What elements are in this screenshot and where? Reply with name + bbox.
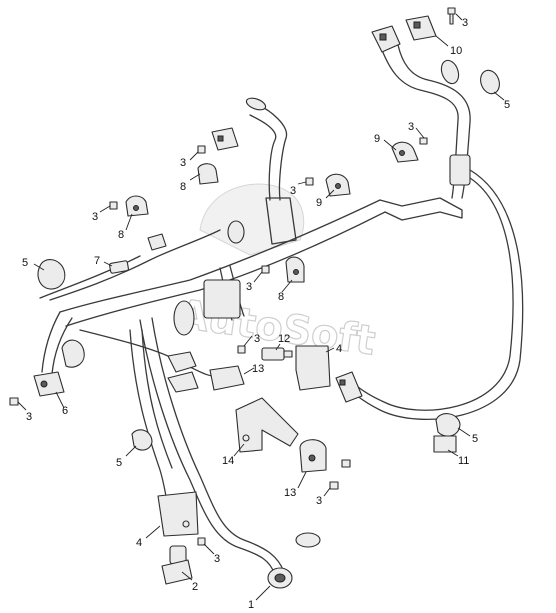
clip-part-8-center[interactable]	[285, 256, 305, 283]
engine-outline	[199, 183, 305, 256]
callout-2: 2	[192, 581, 198, 593]
bolt-part-3-lower-mid[interactable]	[341, 459, 351, 468]
connector-part-1[interactable]	[267, 567, 293, 589]
bolt-part-3-mid[interactable]	[261, 265, 270, 274]
callout-7: 7	[94, 255, 100, 267]
callout-labels: 3 10 5 3 9 3 8 3 9 3 8 5 7 3 8 3 12 4 13…	[22, 17, 510, 611]
bolt-part-3-left[interactable]	[109, 201, 118, 210]
bolt-part-3-top[interactable]	[447, 7, 456, 25]
callout-4-right: 4	[336, 343, 342, 355]
callout-8-center: 8	[278, 291, 284, 303]
callout-3-lower-left: 3	[26, 411, 32, 423]
clip-part-8-left[interactable]	[125, 195, 149, 217]
bracket-14-hole	[242, 434, 250, 442]
band-clamp-5-left[interactable]	[37, 259, 66, 290]
callout-4-lower: 4	[136, 537, 142, 549]
band-clamp-lower[interactable]	[295, 532, 321, 548]
band-clamp-5-right[interactable]	[435, 413, 461, 437]
sensor-part-13-lower[interactable]	[299, 439, 327, 473]
callout-5-left: 5	[22, 257, 28, 269]
callout-3-mid: 3	[246, 281, 252, 293]
clip-part-9-right[interactable]	[391, 141, 419, 163]
callout-3-left: 3	[92, 211, 98, 223]
callout-5-right: 5	[472, 433, 478, 445]
band-clamp-top-center[interactable]	[245, 96, 267, 112]
callout-13-upper: 13	[252, 363, 264, 375]
sensor-part-13-upper[interactable]	[209, 365, 245, 391]
callout-3-center: 3	[290, 185, 296, 197]
leader-lines	[17, 13, 505, 601]
bolt-part-3-upper[interactable]	[197, 145, 206, 154]
band-clamp-center[interactable]	[227, 220, 245, 244]
clip-part-8-upper[interactable]	[197, 163, 219, 185]
band-clamp-5-top-b[interactable]	[477, 68, 502, 97]
bolt-part-3-bottom[interactable]	[197, 537, 206, 546]
callout-10: 10	[450, 45, 462, 57]
callout-14: 14	[222, 455, 234, 467]
bracket-4-hole	[182, 520, 190, 528]
callout-8-left: 8	[118, 229, 124, 241]
callout-1: 1	[248, 599, 254, 611]
small-clamp-left[interactable]	[147, 233, 167, 251]
band-clamp-5-lower-left[interactable]	[131, 429, 153, 451]
callout-5-top-right: 5	[504, 99, 510, 111]
connector-center-lower[interactable]	[167, 351, 197, 373]
callout-12: 12	[278, 333, 290, 345]
callout-3-bottom: 3	[214, 553, 220, 565]
connector-center-lower-b[interactable]	[167, 371, 199, 393]
callout-3-upper: 3	[180, 157, 186, 169]
bolt-part-3-lower-right[interactable]	[329, 481, 339, 490]
sensor-part-2[interactable]	[161, 545, 193, 585]
bolt-part-3-right[interactable]	[419, 137, 428, 145]
relay-block[interactable]	[203, 279, 241, 319]
callout-3-lower-right: 3	[316, 495, 322, 507]
bracket-part-4-lower[interactable]	[157, 491, 199, 537]
bracket-part-11[interactable]	[433, 435, 457, 453]
sensor-part-12[interactable]	[261, 347, 293, 361]
bracket-part-4-right[interactable]	[295, 345, 331, 391]
band-clamp-5-top-a[interactable]	[438, 58, 461, 86]
callout-8-upper: 8	[180, 181, 186, 193]
bolt-part-3-lower-left[interactable]	[9, 397, 19, 406]
connector-part-8-top[interactable]	[211, 127, 239, 151]
callout-6: 6	[62, 405, 68, 417]
callout-9-right: 9	[374, 133, 380, 145]
bolt-part-3-sensor[interactable]	[237, 345, 246, 354]
callout-9-center: 9	[316, 197, 322, 209]
callout-13-lower: 13	[284, 487, 296, 499]
callout-3-right: 3	[408, 121, 414, 133]
clip-part-9-center[interactable]	[325, 173, 351, 197]
bracket-part-14[interactable]	[235, 397, 299, 453]
callout-3-sensor: 3	[254, 333, 260, 345]
band-clamp-lower-left[interactable]	[61, 339, 85, 368]
callout-5-lower-left: 5	[116, 457, 122, 469]
callout-11: 11	[458, 455, 469, 467]
connector-part-10[interactable]	[371, 15, 437, 53]
fuse-part-7[interactable]	[109, 260, 129, 274]
sensor-part-6[interactable]	[33, 371, 65, 397]
callout-3-top: 3	[462, 17, 468, 29]
bolt-part-3-center[interactable]	[305, 177, 314, 186]
connector-right-branch[interactable]	[335, 371, 363, 403]
band-clamp-oval-center[interactable]	[173, 300, 195, 336]
